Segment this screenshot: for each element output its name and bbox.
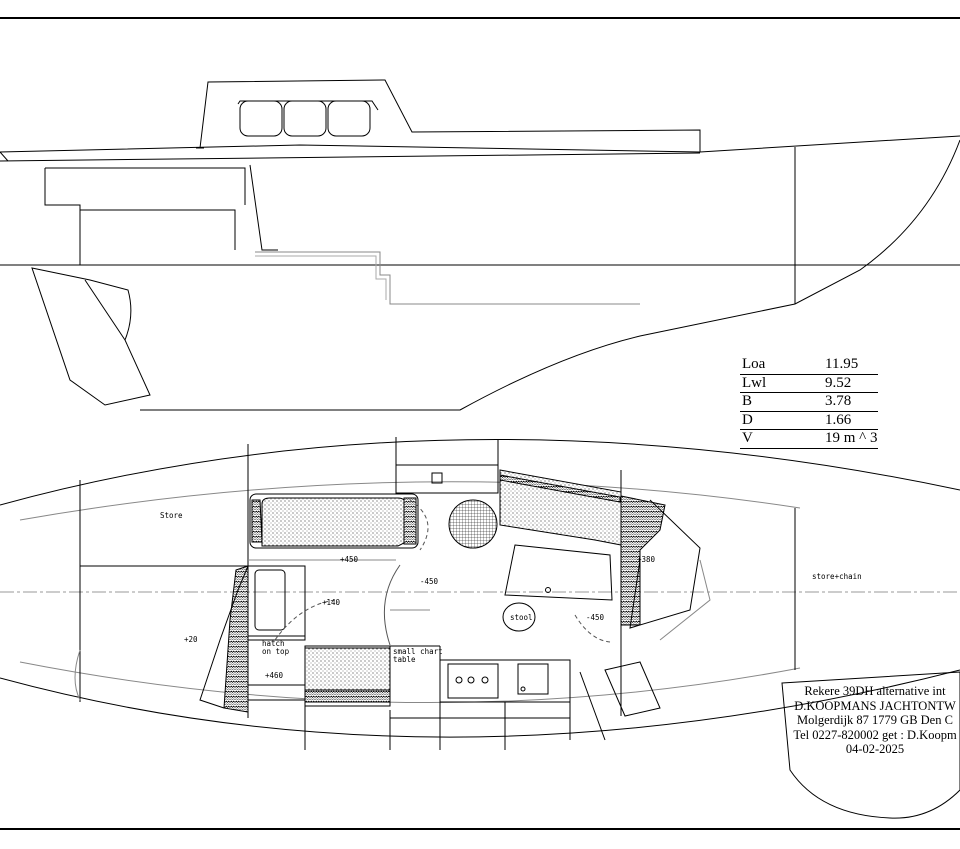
drawing-frame xyxy=(0,17,960,830)
spec-value: 9.52 xyxy=(825,374,852,391)
deck-plan xyxy=(0,437,960,819)
label-height: +460 xyxy=(265,671,284,680)
label-height: +380 xyxy=(637,555,656,564)
spec-label: D xyxy=(742,411,753,428)
label-hatch: hatch xyxy=(262,639,285,648)
specifications-table: Loa 11.95 Lwl 9.52 B 3.78 D 1.66 V 19 m ^ 3 xyxy=(740,356,878,449)
settee xyxy=(499,469,622,546)
window xyxy=(239,100,283,137)
spec-row: Loa 11.95 xyxy=(740,356,878,375)
spec-value: 3.78 xyxy=(825,393,852,410)
spec-row: D 1.66 xyxy=(740,412,878,431)
spec-label: B xyxy=(742,393,753,410)
spec-row: V 19 m ^ 3 xyxy=(740,430,878,449)
spec-value: 11.95 xyxy=(825,356,859,372)
label-store: Store xyxy=(160,511,183,520)
hull-profile xyxy=(140,139,960,411)
title-line: Molgerdijk 87 1779 GB Den C xyxy=(797,713,953,728)
settee-cushion xyxy=(261,497,407,547)
sink xyxy=(517,663,549,695)
label-chart-table: table xyxy=(393,655,416,664)
label-height: -450 xyxy=(586,613,605,622)
spec-label: Loa xyxy=(742,356,766,372)
spec-row: Lwl 9.52 xyxy=(740,375,878,394)
title-block: Rekere 39DH alternative int D.KOOPMANS J… xyxy=(780,684,960,757)
hull-outline xyxy=(0,439,960,506)
label-stool: stool xyxy=(510,613,533,622)
aft-bunk xyxy=(223,565,249,713)
spec-label: Lwl xyxy=(742,374,767,391)
stove xyxy=(447,663,499,699)
title-line: D.KOOPMANS JACHTONTW xyxy=(794,698,956,713)
rudder xyxy=(31,267,151,406)
title-date: 04-02-2025 xyxy=(845,742,905,757)
window xyxy=(327,100,371,137)
spec-value: 19 m ^ 3 xyxy=(825,430,878,447)
settee xyxy=(249,493,419,549)
spec-value: 1.66 xyxy=(825,411,852,428)
side-profile xyxy=(0,79,960,411)
label-hatch: on top xyxy=(262,647,290,656)
window xyxy=(283,100,327,137)
berth-cushion xyxy=(304,647,391,693)
spec-row: B 3.78 xyxy=(740,393,878,412)
label-height: -450 xyxy=(420,577,439,586)
deckhouse xyxy=(199,79,701,152)
spec-label: V xyxy=(742,430,753,447)
title-cartouche xyxy=(781,671,960,819)
table xyxy=(448,499,498,549)
stool xyxy=(502,602,536,632)
title-line: Rekere 39DH alternative int xyxy=(804,684,946,698)
title-line: Tel 0227-820002 get : D.Koopm xyxy=(793,727,957,742)
label-height: +20 xyxy=(184,635,198,644)
label-height: +140 xyxy=(322,598,341,607)
label-chart-table: small chart xyxy=(393,647,443,656)
label-height: +450 xyxy=(340,555,359,564)
sheer-line xyxy=(0,135,960,153)
label-store-chain: store+chain xyxy=(812,572,862,581)
